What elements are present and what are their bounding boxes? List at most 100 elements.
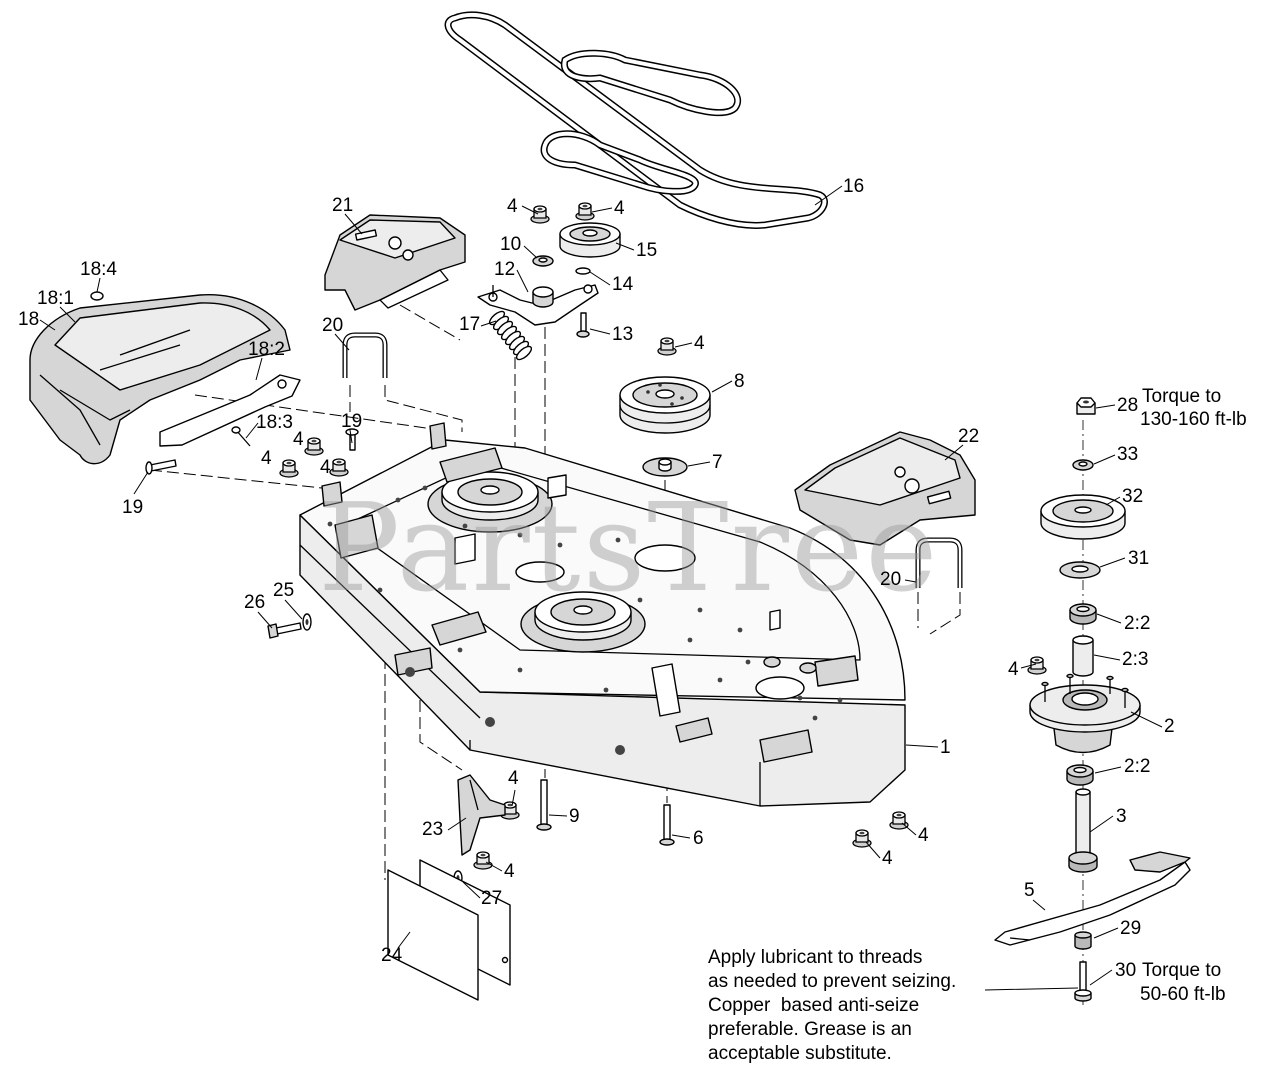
callout-23: 23 <box>422 819 443 840</box>
callout-2-2-a: 2:2 <box>1124 613 1150 634</box>
washer-31 <box>1059 561 1101 579</box>
callout-4-c: 4 <box>694 333 705 354</box>
bearing-2-2-top <box>1069 603 1097 625</box>
bolt-6 <box>659 804 675 846</box>
u-bolt-20-right <box>915 537 963 588</box>
blade-5 <box>994 851 1191 946</box>
nut-4-e <box>329 458 349 477</box>
callout-8: 8 <box>734 371 745 392</box>
nut-4-d <box>304 437 324 456</box>
callout-20-a: 20 <box>322 315 343 336</box>
nut-29 <box>1074 931 1092 950</box>
callout-24: 24 <box>381 945 403 966</box>
plates-24 <box>387 859 511 1001</box>
spindle-housing-2 <box>1029 673 1141 754</box>
cone-7 <box>642 457 688 477</box>
lubricant-note: Apply lubricant to threads as needed to … <box>708 947 956 1064</box>
lubricant-note-line1: Apply lubricant to threads <box>708 947 922 968</box>
pin-19-right <box>345 428 359 451</box>
callout-2: 2 <box>1164 716 1175 737</box>
callout-2-2-b: 2:2 <box>1124 756 1150 777</box>
callout-18-2: 18:2 <box>248 339 285 360</box>
u-bolt-20-left <box>342 332 388 378</box>
nut-4-f <box>279 459 299 478</box>
callout-33: 33 <box>1117 444 1138 465</box>
callout-4-a: 4 <box>507 196 518 217</box>
torque-note-top-line1: Torque to <box>1142 386 1221 407</box>
torque-note-top-line2: 130-160 ft-lb <box>1140 409 1247 430</box>
callout-27: 27 <box>481 888 502 909</box>
spring-17 <box>488 310 533 361</box>
belt-cover-22 <box>794 431 976 546</box>
callout-2-3: 2:3 <box>1122 649 1148 670</box>
callout-4-g: 4 <box>1008 659 1019 680</box>
callout-19-b: 19 <box>122 497 143 518</box>
torque-note-bottom-line1: Torque to <box>1142 960 1221 981</box>
spacer-12 <box>532 286 554 308</box>
callout-18-4: 18:4 <box>80 259 117 280</box>
pulley-32 <box>1040 494 1126 540</box>
washer-10 <box>532 255 554 267</box>
washer-25 <box>302 613 312 631</box>
callout-1: 1 <box>940 737 951 758</box>
pin-19-left <box>145 459 177 475</box>
nut-28 <box>1076 397 1096 415</box>
nut-4-b <box>575 202 595 221</box>
callout-32: 32 <box>1122 486 1143 507</box>
callout-31: 31 <box>1128 548 1149 569</box>
callout-22: 22 <box>958 426 979 447</box>
washer-33 <box>1072 459 1094 471</box>
callout-7: 7 <box>712 452 723 473</box>
bolt-26 <box>267 622 302 639</box>
callout-labels: 1 6 4 4 21 15 10 12 14 18:4 18:1 18 17 13… <box>18 176 1175 981</box>
callout-13: 13 <box>612 324 633 345</box>
leader-lines <box>39 185 1163 991</box>
callout-4-i: 4 <box>918 825 929 846</box>
shaft-3 <box>1068 788 1098 873</box>
belt-cover-18 <box>29 291 291 465</box>
bolt-30 <box>1074 961 1092 1002</box>
washer-14 <box>575 267 591 275</box>
torque-note-bottom: Torque to 50-60 ft-lb <box>1140 960 1226 1005</box>
callout-15: 15 <box>636 240 657 261</box>
callout-18-3: 18:3 <box>256 412 293 433</box>
bearing-2-2-bottom <box>1066 764 1094 786</box>
pulley-15 <box>559 222 621 258</box>
callout-9: 9 <box>569 806 580 827</box>
nut-4-a <box>530 205 550 224</box>
deflector-23 <box>457 774 506 856</box>
spacer-2-3 <box>1072 635 1094 677</box>
callout-12: 12 <box>494 259 515 280</box>
callout-17: 17 <box>459 314 480 335</box>
belt-cover-21 <box>324 214 466 311</box>
callout-25: 25 <box>273 580 294 601</box>
belt-16 <box>444 11 828 229</box>
callout-26: 26 <box>244 592 265 613</box>
callout-29: 29 <box>1120 918 1141 939</box>
callout-4-f: 4 <box>261 448 272 469</box>
callout-4-b: 4 <box>614 198 625 219</box>
lubricant-note-line2: as needed to prevent seizing. <box>708 971 956 992</box>
pin-18-3 <box>231 426 251 447</box>
callout-14: 14 <box>612 274 634 295</box>
callout-6: 6 <box>693 828 704 849</box>
callout-18: 18 <box>18 309 39 330</box>
callout-20-b: 20 <box>880 569 901 590</box>
torque-note-top: Torque to 130-160 ft-lb <box>1140 386 1247 430</box>
callout-19-a: 19 <box>341 411 362 432</box>
callout-28: 28 <box>1117 395 1138 416</box>
callout-4-d: 4 <box>293 429 304 450</box>
bolt-13 <box>576 312 590 338</box>
callout-4-k: 4 <box>504 861 515 882</box>
callout-4-h: 4 <box>508 768 519 789</box>
callout-18-1: 18:1 <box>37 288 74 309</box>
callout-4-j: 4 <box>882 848 893 869</box>
callout-4-e: 4 <box>320 457 331 478</box>
callout-21: 21 <box>332 195 353 216</box>
watermark: PartsTree <box>318 477 939 619</box>
callout-10: 10 <box>500 234 521 255</box>
bolt-9 <box>536 779 552 831</box>
nut-4-k <box>473 851 493 870</box>
